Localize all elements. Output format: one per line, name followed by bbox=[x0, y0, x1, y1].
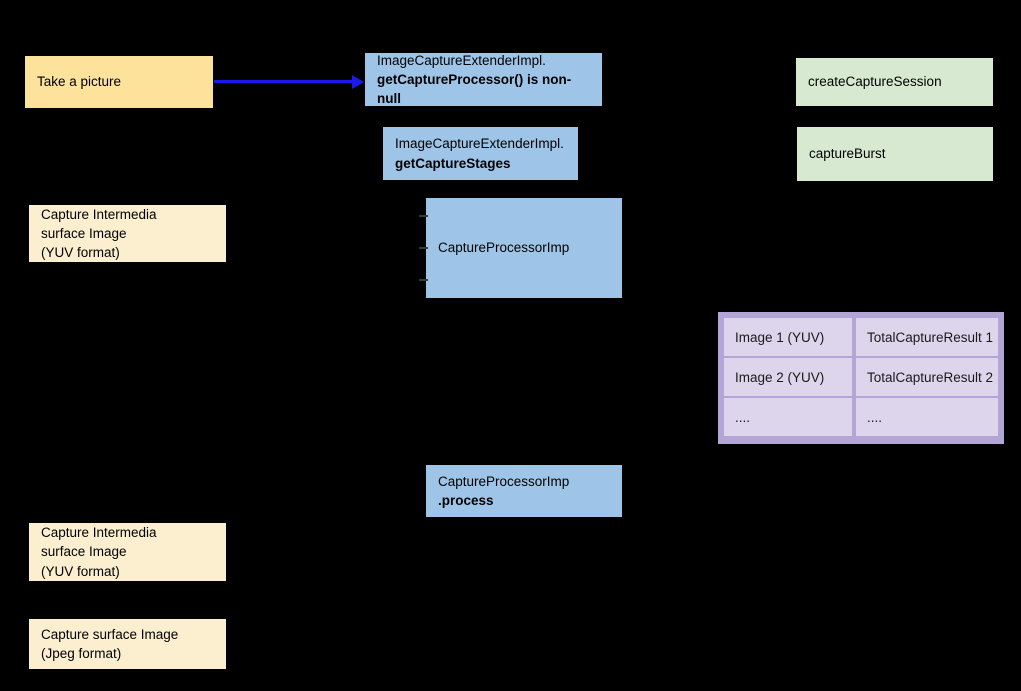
node-intermediate-surface-bottom-line3: (YUV format) bbox=[41, 563, 120, 579]
table-row[interactable]: .... bbox=[856, 398, 998, 436]
node-intermediate-surface-bottom-line2: surface Image bbox=[41, 544, 127, 560]
node-capture-processor-process-line2: .process bbox=[438, 493, 494, 508]
node-create-capture-session-label: createCaptureSession bbox=[808, 74, 942, 90]
node-get-capture-processor[interactable]: ImageCaptureExtenderImpl. getCaptureProc… bbox=[365, 53, 602, 106]
node-capture-surface-jpeg-line2: (Jpeg format) bbox=[41, 646, 122, 661]
node-capture-burst[interactable]: captureBurst bbox=[797, 127, 993, 181]
node-capture-surface-jpeg[interactable]: Capture surface Image (Jpeg format) bbox=[29, 619, 226, 669]
result-table: Image 1 (YUV) TotalCaptureResult 1 Image… bbox=[718, 312, 1004, 444]
node-capture-burst-label: captureBurst bbox=[809, 146, 886, 162]
table-cell-image: Image 1 (YUV) bbox=[735, 329, 825, 345]
connector-take-picture-to-get-capture-processor-line bbox=[214, 80, 352, 83]
table-row[interactable]: .... bbox=[724, 398, 852, 436]
capture-processor-imp-port-middle bbox=[419, 247, 428, 249]
node-capture-processor-process[interactable]: CaptureProcessorImp .process bbox=[426, 465, 622, 517]
table-cell-result: TotalCaptureResult 2 bbox=[867, 369, 994, 385]
node-intermediate-surface-top[interactable]: Capture Intermedia surface Image (YUV fo… bbox=[29, 205, 226, 262]
table-row[interactable]: TotalCaptureResult 1 bbox=[856, 318, 998, 356]
table-row[interactable]: Image 1 (YUV) bbox=[724, 318, 852, 356]
node-take-a-picture-label: Take a picture bbox=[37, 74, 122, 90]
table-row[interactable]: Image 2 (YUV) bbox=[724, 358, 852, 396]
node-get-capture-stages-line2: getCaptureStages bbox=[395, 155, 511, 171]
node-get-capture-processor-line2: getCaptureProcessor() is non-null bbox=[377, 71, 572, 107]
node-create-capture-session[interactable]: createCaptureSession bbox=[796, 58, 993, 106]
table-cell-image: Image 2 (YUV) bbox=[735, 369, 825, 385]
node-get-capture-stages[interactable]: ImageCaptureExtenderImpl. getCaptureStag… bbox=[383, 127, 578, 180]
table-cell-result: .... bbox=[867, 409, 883, 425]
node-capture-processor-imp[interactable]: CaptureProcessorImp bbox=[426, 198, 622, 298]
node-capture-processor-imp-label: CaptureProcessorImp bbox=[438, 240, 570, 256]
node-intermediate-surface-top-line3: (YUV format) bbox=[41, 245, 120, 261]
table-cell-image: .... bbox=[735, 409, 751, 425]
node-take-a-picture[interactable]: Take a picture bbox=[25, 56, 213, 108]
node-intermediate-surface-top-line2: surface Image bbox=[41, 225, 127, 241]
table-cell-result: TotalCaptureResult 1 bbox=[867, 329, 994, 345]
node-capture-surface-jpeg-line1: Capture surface Image bbox=[41, 626, 179, 642]
node-get-capture-processor-line1: ImageCaptureExtenderImpl. bbox=[377, 52, 546, 68]
node-capture-processor-process-line1: CaptureProcessorImp bbox=[438, 473, 570, 489]
node-intermediate-surface-bottom[interactable]: Capture Intermedia surface Image (YUV fo… bbox=[29, 523, 226, 581]
node-intermediate-surface-top-line1: Capture Intermedia bbox=[41, 206, 157, 222]
table-row[interactable]: TotalCaptureResult 2 bbox=[856, 358, 998, 396]
node-intermediate-surface-bottom-line1: Capture Intermedia bbox=[41, 525, 157, 541]
capture-processor-imp-port-top bbox=[419, 215, 428, 217]
connector-take-picture-to-get-capture-processor-arrowhead bbox=[352, 74, 364, 89]
capture-processor-imp-port-bottom bbox=[419, 279, 428, 281]
node-get-capture-stages-line1: ImageCaptureExtenderImpl. bbox=[395, 136, 564, 152]
